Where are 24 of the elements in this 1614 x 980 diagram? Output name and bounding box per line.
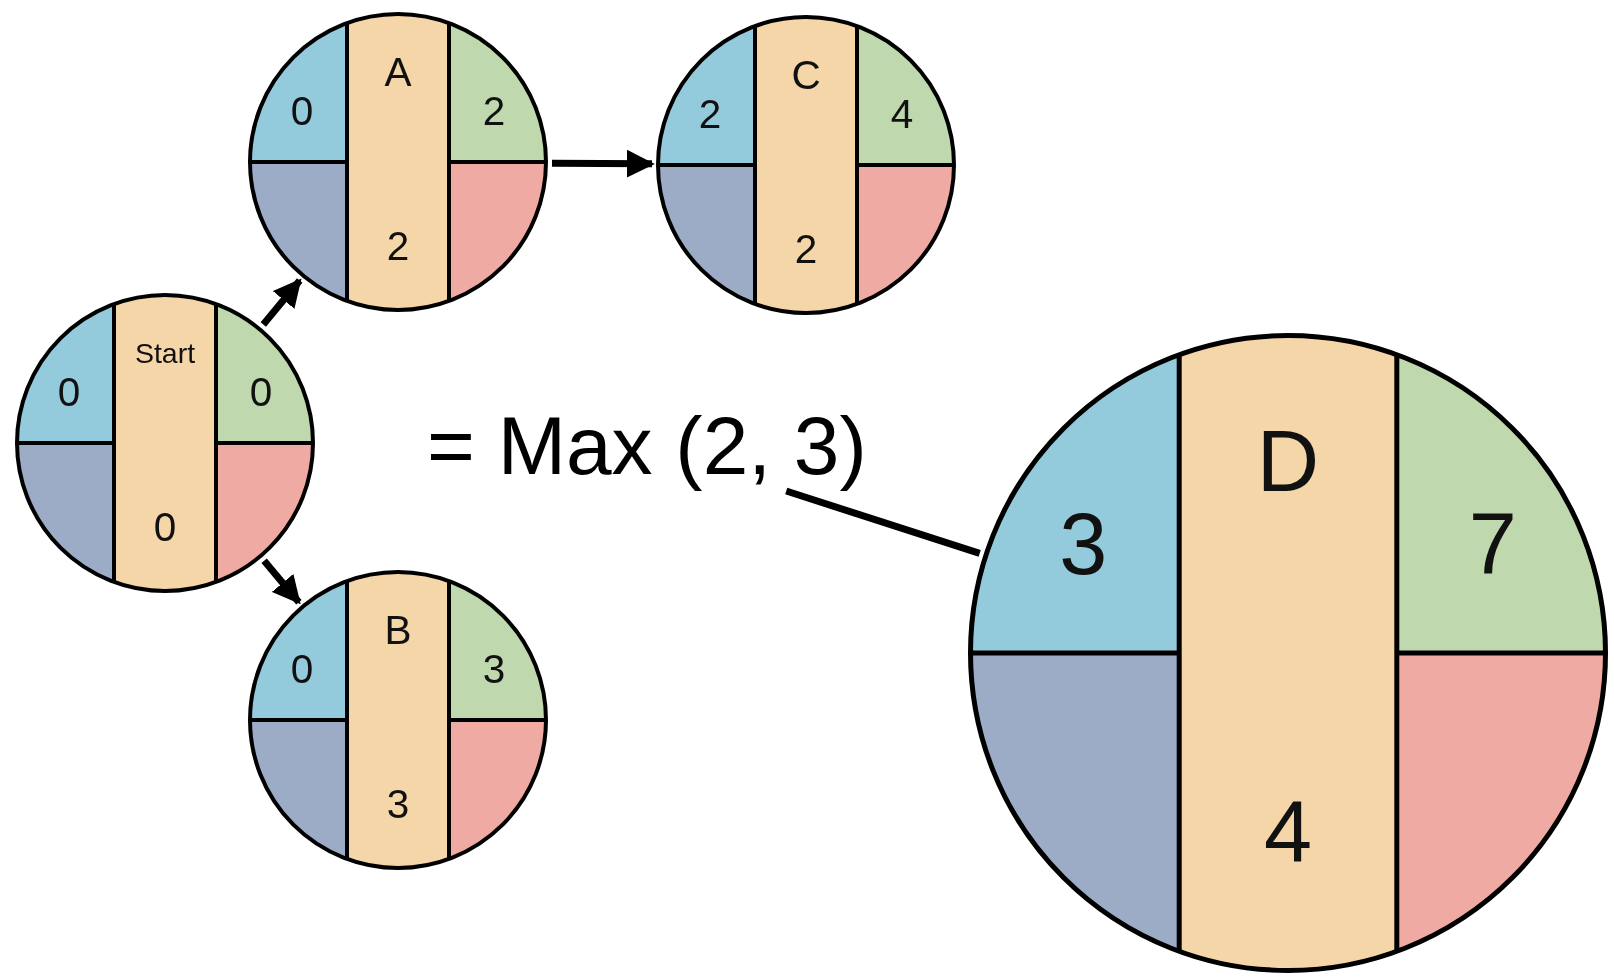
activity-name: A	[384, 51, 412, 93]
leader-line	[785, 487, 981, 557]
early-finish-number: 3	[482, 648, 506, 690]
early-finish-number: 4	[890, 93, 914, 135]
activity-name: D	[1256, 417, 1320, 505]
activity-name: C	[791, 54, 821, 96]
duration-number: 2	[386, 225, 410, 267]
arrow	[551, 149, 655, 178]
duration-number: 2	[794, 228, 818, 270]
duration-number: 4	[1264, 789, 1312, 876]
duration-number: 0	[153, 506, 177, 548]
early-finish-number: 7	[1468, 501, 1517, 588]
early-start-number: 3	[1059, 501, 1108, 588]
activity-name: Start	[134, 338, 196, 368]
arrow	[261, 558, 302, 605]
activity-name: B	[384, 609, 412, 651]
early-finish-number: 0	[249, 371, 273, 413]
arrow	[260, 278, 303, 327]
early-start-number: 0	[290, 648, 314, 690]
early-start-number: 2	[698, 93, 722, 135]
early-start-number: 0	[57, 371, 81, 413]
duration-number: 3	[386, 783, 410, 825]
early-start-number: 0	[290, 90, 314, 132]
early-finish-number: 2	[482, 90, 506, 132]
